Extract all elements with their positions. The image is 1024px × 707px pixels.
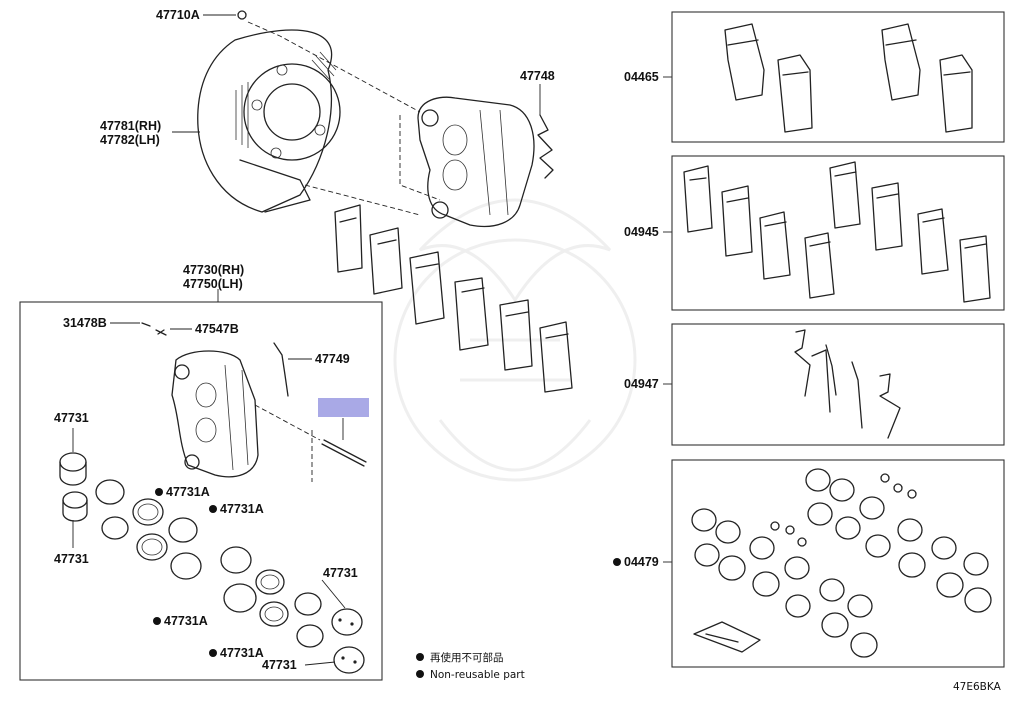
- spring-47749[interactable]: [273, 342, 289, 397]
- label-47781[interactable]: 47781(RH): [100, 119, 161, 133]
- box-04947: [671, 323, 1005, 446]
- pad-kit-04465[interactable]: [724, 23, 973, 133]
- dust-shield[interactable]: [197, 29, 341, 213]
- assembly-dashes: [247, 21, 441, 482]
- label-04945[interactable]: 04945: [624, 225, 659, 239]
- spring-47748[interactable]: [537, 114, 554, 179]
- label-47731-mid[interactable]: 47731: [54, 552, 89, 566]
- legend-en: Non-reusable part: [430, 669, 525, 681]
- label-47731a-2[interactable]: 47731A: [220, 502, 264, 516]
- bleeder-31478b[interactable]: [141, 322, 151, 327]
- label-04947[interactable]: 04947: [624, 377, 659, 391]
- caliper-assembly-box: [19, 301, 383, 681]
- seal-kit-04479[interactable]: [691, 468, 992, 658]
- upper-caliper[interactable]: [417, 96, 535, 228]
- label-04479[interactable]: 04479: [624, 555, 659, 569]
- lower-caliper[interactable]: [171, 350, 259, 478]
- diagram-code: 47E6BKA: [953, 681, 1002, 693]
- label-47731-top[interactable]: 47731: [54, 411, 89, 425]
- label-47749[interactable]: 47749: [315, 352, 350, 366]
- label-47731a-1[interactable]: 47731A: [166, 485, 210, 499]
- highlighted-part[interactable]: [318, 398, 369, 417]
- label-47731a-3[interactable]: 47731A: [164, 614, 208, 628]
- label-47748[interactable]: 47748: [520, 69, 555, 83]
- label-47750[interactable]: 47750(LH): [183, 277, 243, 291]
- label-47782[interactable]: 47782(LH): [100, 133, 160, 147]
- label-47547b[interactable]: 47547B: [195, 322, 239, 336]
- box-04945: [671, 155, 1005, 311]
- label-47731-bottom[interactable]: 47731: [262, 658, 297, 672]
- pad-kit-04945[interactable]: [683, 161, 991, 303]
- box-04479: [671, 459, 1005, 668]
- label-47731-right[interactable]: 47731: [323, 566, 358, 580]
- label-47710a[interactable]: 47710A: [156, 8, 200, 22]
- non-reusable-markers: [153, 488, 621, 678]
- legend-jp: 再使用不可部品: [430, 651, 504, 664]
- bleeder-cap-47547b[interactable]: [155, 329, 167, 336]
- bolt-47710a[interactable]: [237, 10, 247, 20]
- watermark-emblem: [393, 198, 637, 482]
- box-04465: [671, 11, 1005, 143]
- label-04465[interactable]: 04465: [624, 70, 659, 84]
- label-47730[interactable]: 47730(RH): [183, 263, 244, 277]
- label-31478b[interactable]: 31478B: [63, 316, 107, 330]
- label-47731a-4[interactable]: 47731A: [220, 646, 264, 660]
- pads-middle[interactable]: [334, 204, 573, 393]
- pistons-and-seals[interactable]: [59, 452, 365, 674]
- pin[interactable]: [321, 439, 367, 467]
- leader-lines: [72, 14, 672, 666]
- shim-kit-04947[interactable]: [794, 329, 901, 439]
